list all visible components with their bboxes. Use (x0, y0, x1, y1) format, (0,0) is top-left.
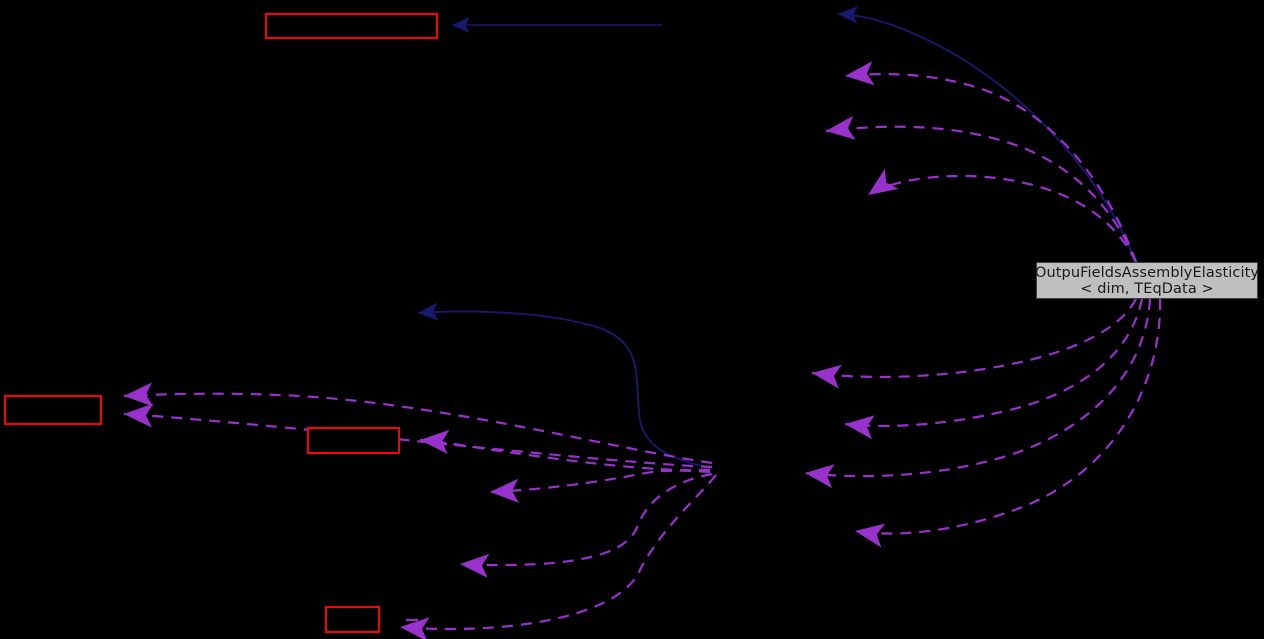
edge-purple-right-3 (867, 168, 1137, 263)
edge-purple-right-5 (844, 298, 1144, 440)
node-top-left[interactable] (265, 13, 438, 39)
edge-purple-right-6 (804, 298, 1152, 489)
edge-blue-arc-top (837, 5, 1137, 263)
node-bottom-left[interactable] (325, 606, 380, 633)
node-mid-left[interactable] (307, 427, 400, 454)
edge-purple-left-2 (123, 403, 713, 469)
edge-blue-mid (417, 302, 711, 469)
edge-purple-right-2 (825, 115, 1138, 263)
edge-purple-left-5 (459, 472, 713, 578)
edge-purple-left-1 (123, 382, 713, 465)
edge-purple-left-6 (399, 474, 717, 639)
edge-purple-right-7 (854, 298, 1162, 548)
node-mid-far-left[interactable] (4, 395, 102, 425)
node-outpufieldsassemblyelasticity[interactable]: OutpuFieldsAssemblyElasticity < dim, TEq… (1034, 262, 1260, 299)
edge-purple-right-1 (844, 61, 1138, 263)
node-main-label: OutpuFieldsAssemblyElasticity < dim, TEq… (1034, 264, 1260, 297)
edge-purple-left-3 (419, 429, 711, 472)
edge-purple-left-4 (489, 469, 711, 503)
edge-purple-right-4 (811, 298, 1137, 389)
